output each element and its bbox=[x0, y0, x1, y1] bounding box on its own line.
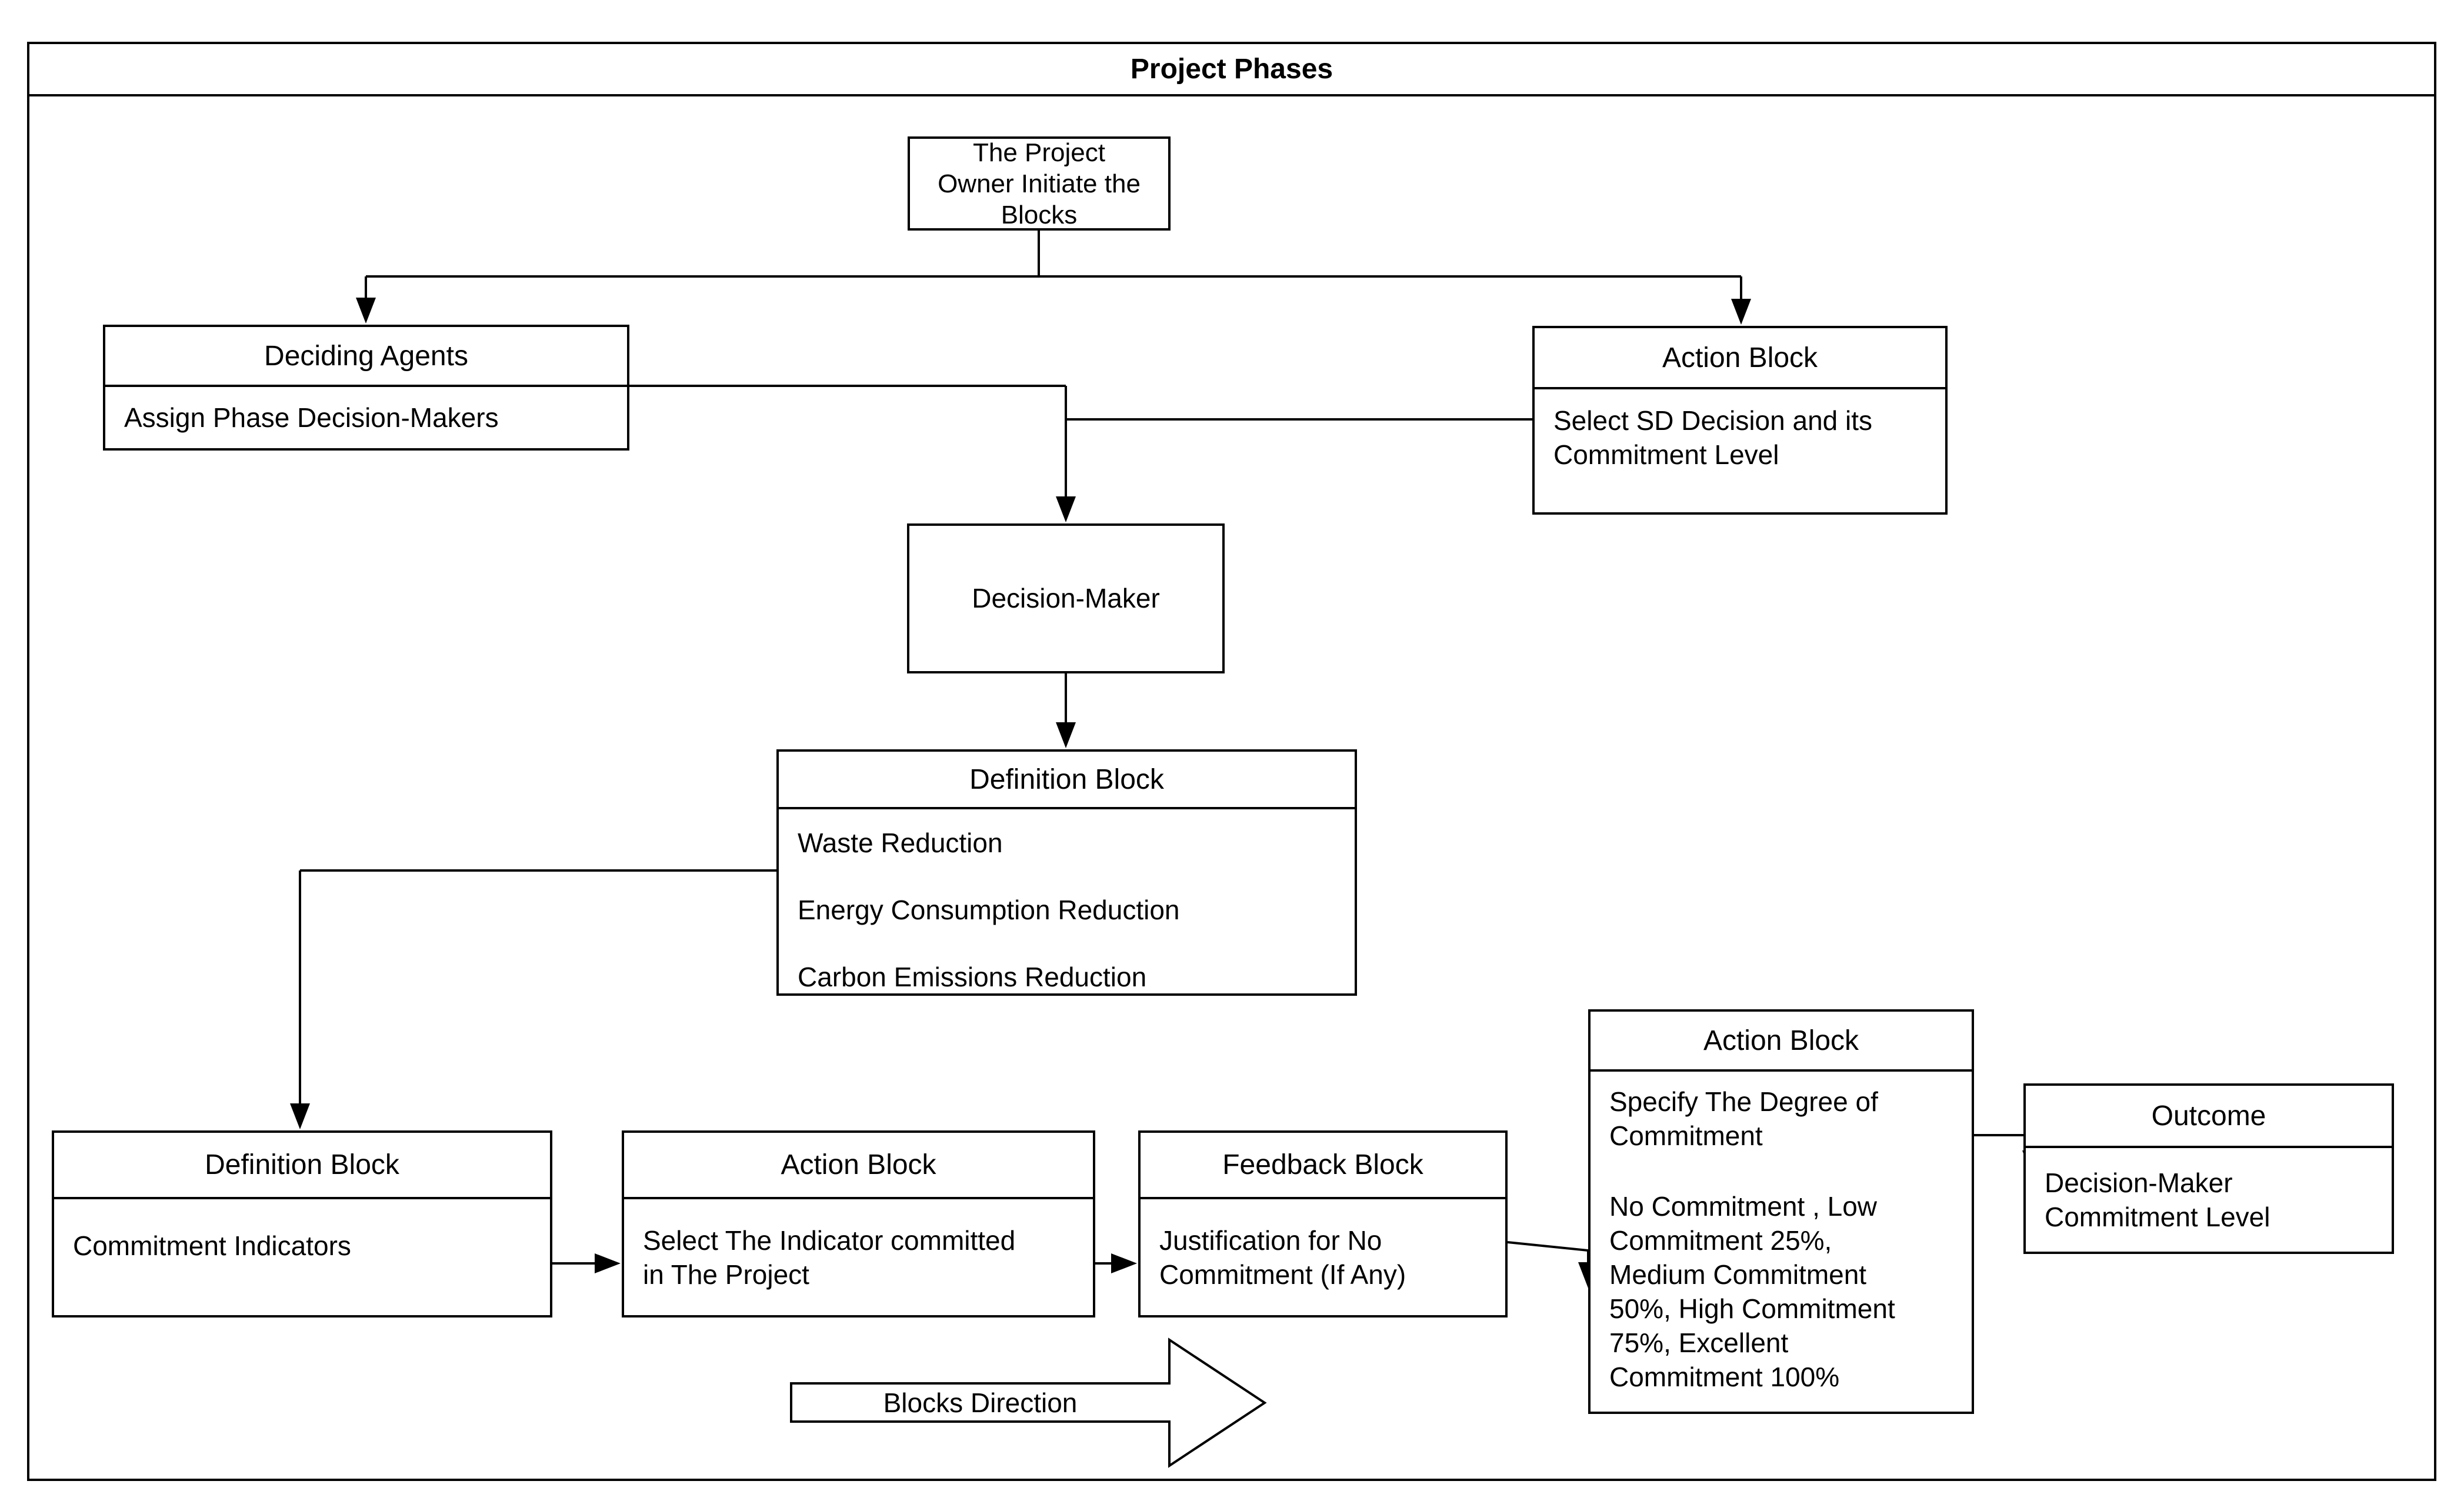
node-action-select-sd: Action Block Select SD Decision and its … bbox=[1532, 326, 1948, 515]
node-outcome-body: Decision-Maker Commitment Level bbox=[2045, 1168, 2270, 1232]
node-definition-commitment-title: Definition Block bbox=[54, 1133, 550, 1199]
node-project-owner-label: The Project Owner Initiate the Blocks bbox=[938, 138, 1141, 229]
node-decision-maker-label: Decision-Maker bbox=[972, 583, 1160, 613]
page-title: Project Phases bbox=[1130, 54, 1333, 85]
node-deciding-agents: Deciding Agents Assign Phase Decision-Ma… bbox=[103, 325, 629, 451]
node-action-specify-degree: Action Block Specify The Degree of Commi… bbox=[1588, 1009, 1974, 1414]
definition-item-energy: Energy Consumption Reduction bbox=[798, 895, 1180, 925]
edge-definition-to-commitment bbox=[299, 869, 776, 1105]
node-feedback-body: Justification for No Commitment (If Any) bbox=[1159, 1225, 1406, 1290]
node-action-select-indicator-title: Action Block bbox=[624, 1133, 1093, 1199]
blocks-direction-label: Blocks Direction bbox=[883, 1387, 1078, 1418]
node-action-select-sd-body: Select SD Decision and its Commitment Le… bbox=[1553, 405, 1873, 470]
node-outcome: Outcome Decision-Maker Commitment Level bbox=[2023, 1083, 2394, 1254]
definition-item-carbon: Carbon Emissions Reduction bbox=[798, 962, 1147, 992]
edge-owner-distribution bbox=[365, 231, 1742, 301]
node-project-owner: The Project Owner Initiate the Blocks bbox=[908, 136, 1171, 231]
node-action-select-indicator: Action Block Select The Indicator commit… bbox=[622, 1130, 1095, 1317]
node-definition-commitment: Definition Block Commitment Indicators bbox=[52, 1130, 552, 1317]
node-definition-main-title: Definition Block bbox=[779, 752, 1355, 809]
node-action-specify-degree-title: Action Block bbox=[1591, 1012, 1972, 1072]
edge-deciding-to-decision-maker bbox=[629, 385, 1067, 498]
specify-degree-options: No Commitment , Low Commitment 25%, Medi… bbox=[1609, 1191, 1895, 1392]
node-feedback-title: Feedback Block bbox=[1141, 1133, 1505, 1199]
specify-degree-intro: Specify The Degree of Commitment bbox=[1609, 1086, 1878, 1151]
definition-item-waste: Waste Reduction bbox=[798, 828, 1003, 858]
node-action-select-sd-title: Action Block bbox=[1535, 328, 1945, 389]
node-deciding-agents-title: Deciding Agents bbox=[105, 327, 627, 387]
node-definition-main: Definition Block Waste Reduction Energy … bbox=[776, 749, 1357, 996]
outer-frame bbox=[27, 42, 2436, 1481]
node-feedback: Feedback Block Justification for No Comm… bbox=[1138, 1130, 1508, 1317]
node-definition-commitment-body: Commitment Indicators bbox=[73, 1230, 351, 1261]
node-outcome-title: Outcome bbox=[2026, 1086, 2392, 1148]
blocks-direction-arrow bbox=[790, 1337, 1267, 1468]
node-action-select-indicator-body: Select The Indicator committed in The Pr… bbox=[643, 1225, 1016, 1290]
edge-feedback-to-specify-degree bbox=[1507, 1241, 1589, 1263]
node-decision-maker: Decision-Maker bbox=[907, 523, 1225, 673]
node-deciding-agents-body: Assign Phase Decision-Makers bbox=[124, 402, 499, 433]
